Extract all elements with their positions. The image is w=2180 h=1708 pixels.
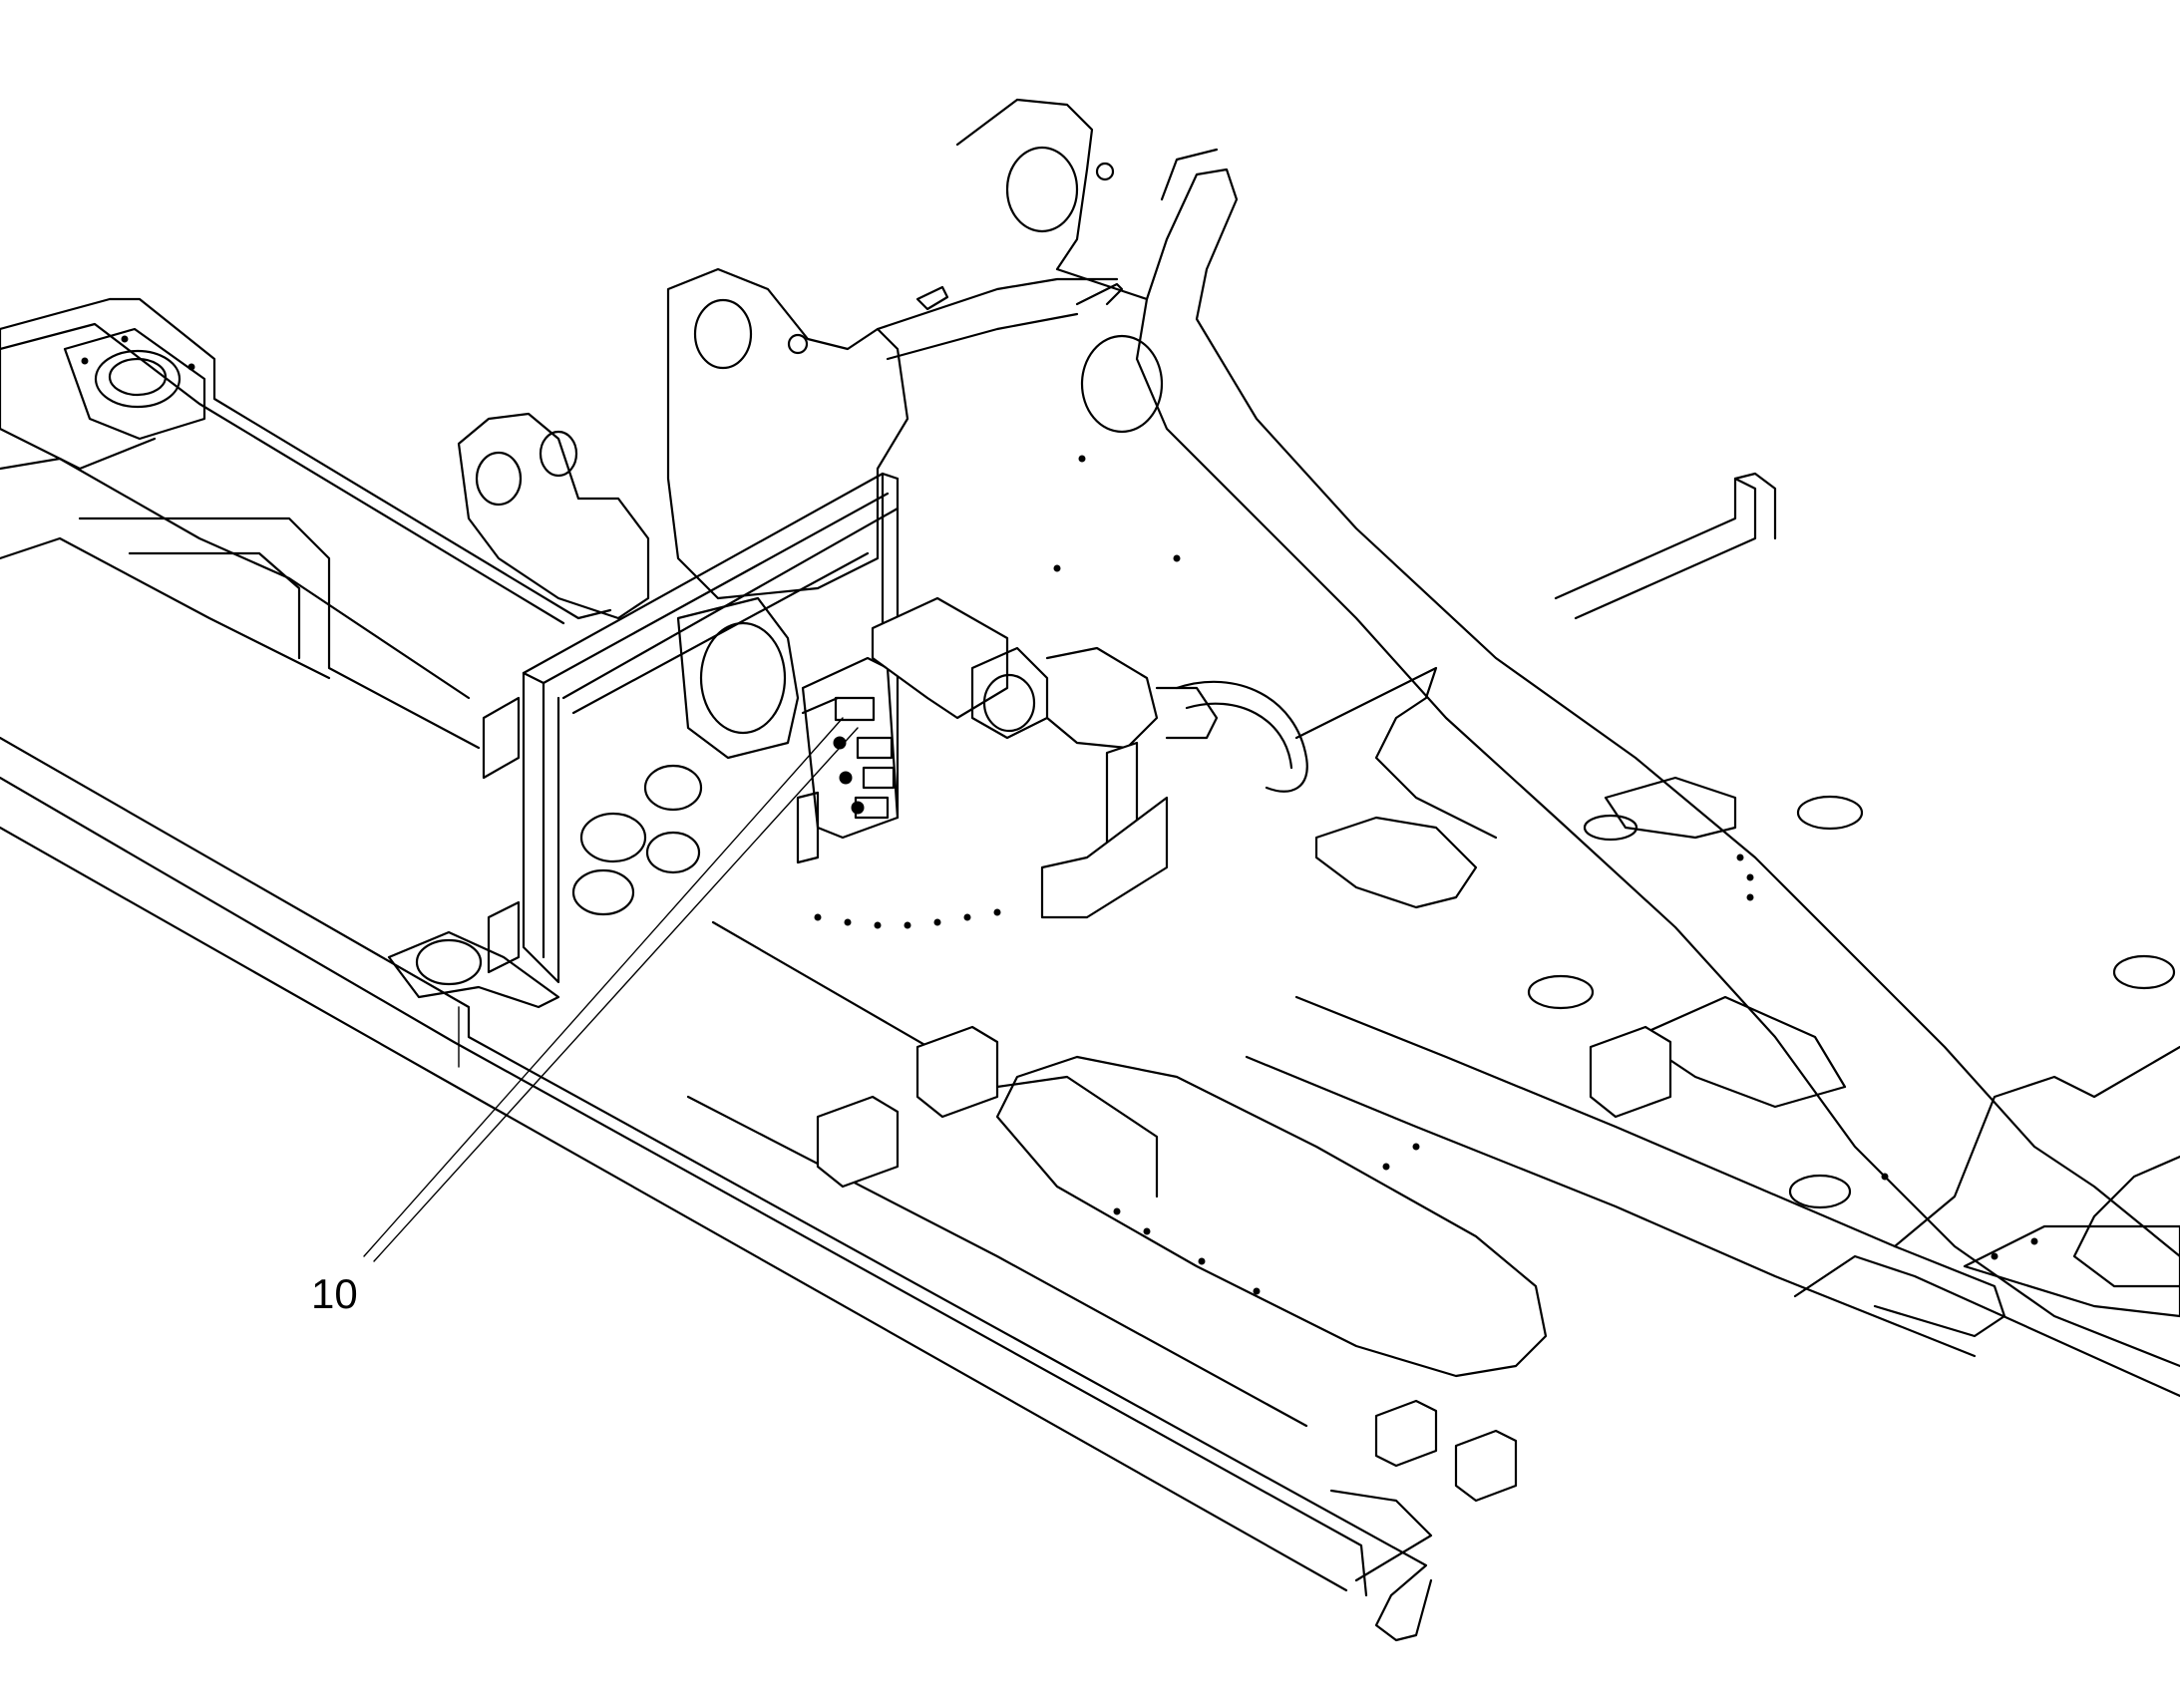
- left-frame-rail: [0, 297, 1433, 1642]
- control-panel-frame: [387, 472, 900, 1009]
- boom-foot-bracket: [871, 596, 1219, 750]
- rear-crossmember: [0, 327, 481, 750]
- valve-block: [796, 656, 900, 864]
- right-frame-rail: [1245, 472, 2180, 1398]
- slewing-ring: [1175, 680, 1308, 793]
- bolt-holes: [814, 455, 2038, 1295]
- boom-pivot-tower: [457, 267, 909, 760]
- boom-arm: [876, 98, 2180, 1368]
- frame-cutouts: [995, 776, 2180, 1378]
- callout-leader: [363, 717, 859, 1262]
- floor-plate-details: [686, 741, 2176, 1503]
- callout-10-label: 10: [311, 1270, 358, 1317]
